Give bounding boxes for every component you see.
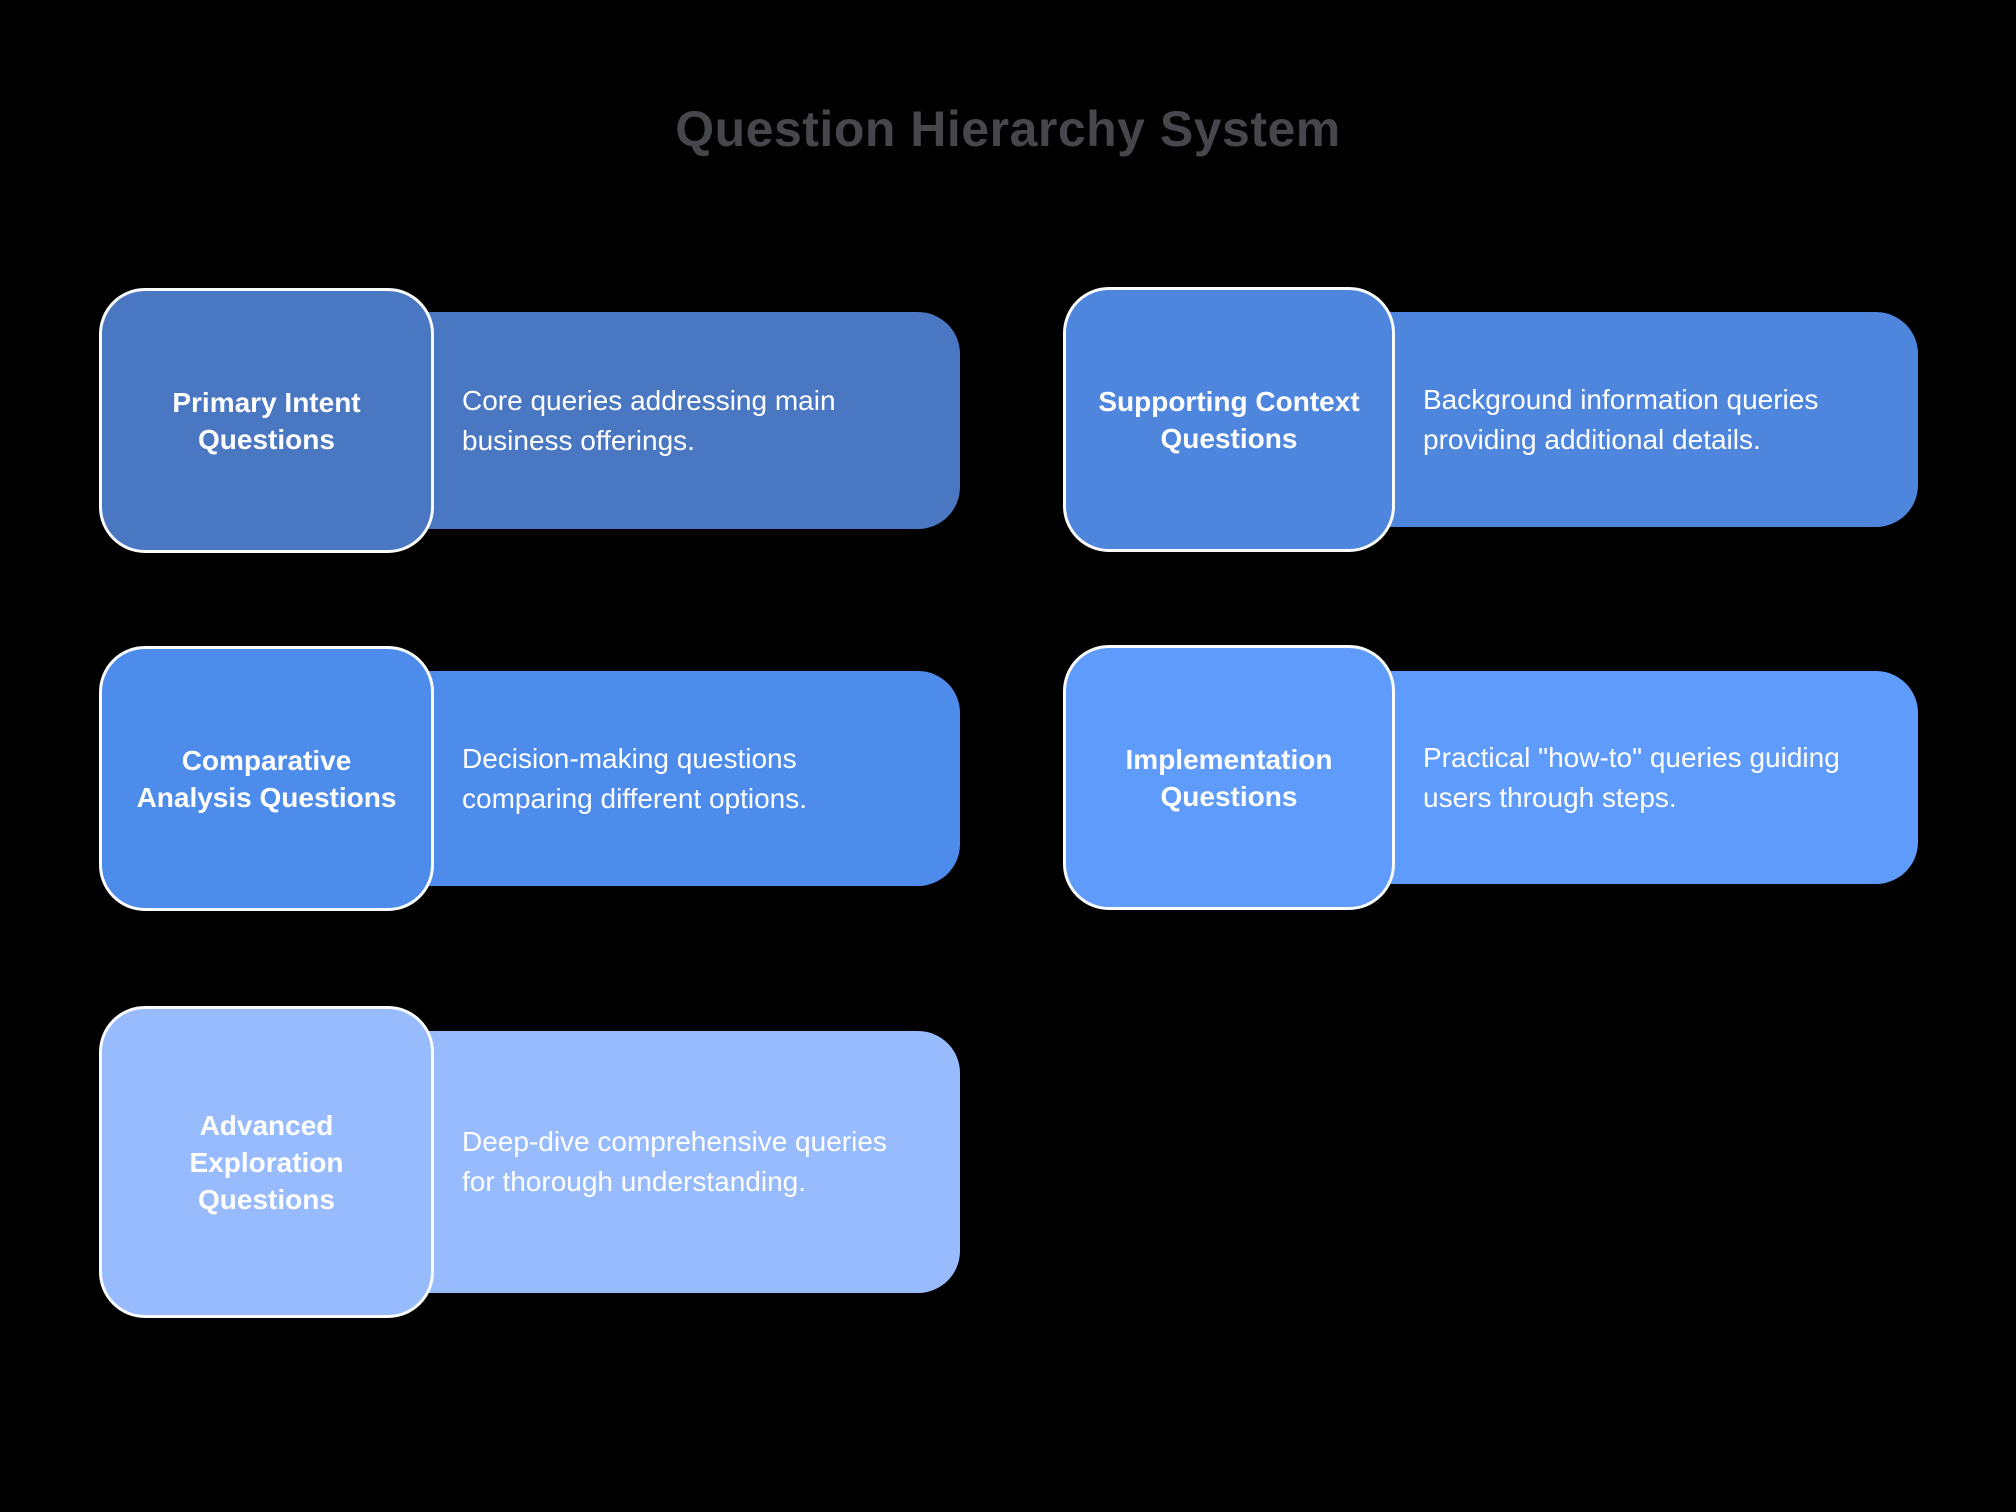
node-label: Primary Intent Questions: [99, 288, 434, 553]
card-comparative-analysis-questions: Decision-making questions comparing diff…: [99, 646, 960, 911]
node-label: Implementation Questions: [1063, 645, 1395, 910]
card-implementation-questions: Practical "how-to" queries guiding users…: [1063, 645, 1918, 910]
node-label: Advanced Exploration Questions: [99, 1006, 434, 1318]
node-label: Comparative Analysis Questions: [99, 646, 434, 911]
card-supporting-context-questions: Background information queries providing…: [1063, 287, 1918, 552]
node-label: Supporting Context Questions: [1063, 287, 1395, 552]
page-title: Question Hierarchy System: [675, 101, 1341, 157]
card-advanced-exploration-questions: Deep-dive comprehensive queries for thor…: [99, 1006, 960, 1318]
card-primary-intent-questions: Core queries addressing main business of…: [99, 288, 960, 553]
